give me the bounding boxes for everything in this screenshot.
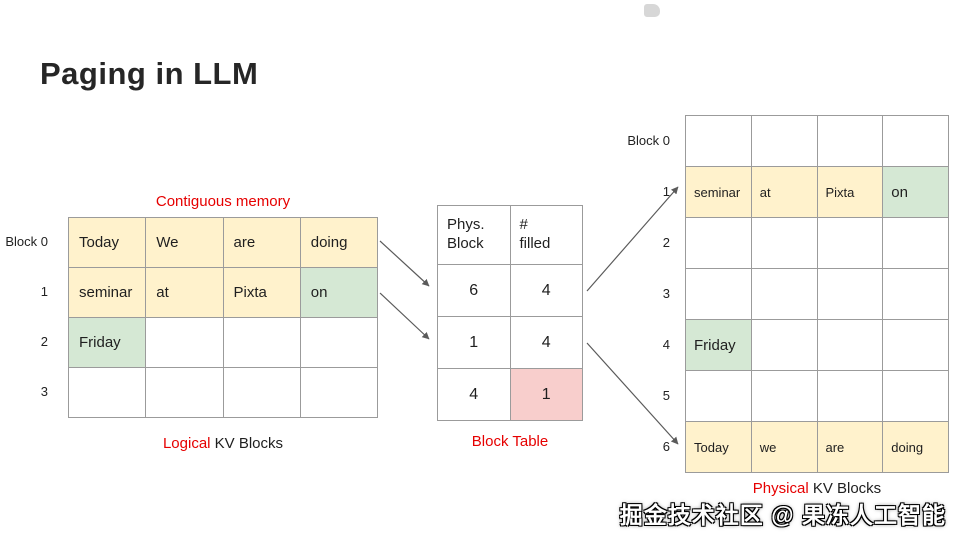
physical-kv-cell: Pixta	[817, 167, 884, 218]
physical-kv-cell	[817, 116, 884, 167]
row-label: 2	[662, 235, 670, 250]
logical-row-labels: Block 0 1 2 3	[0, 217, 60, 417]
physical-kv-cell	[817, 218, 884, 269]
row-label: 6	[662, 439, 670, 454]
logical-kv-cell: Today	[69, 218, 147, 268]
row-label: 4	[662, 337, 670, 352]
physical-kv-cell	[883, 320, 949, 371]
block-table-header-phys-block: Phys. Block	[438, 206, 511, 265]
logical-kv-cell	[223, 368, 301, 418]
page-title: Paging in LLM	[40, 56, 259, 91]
logical-kv-cell	[300, 318, 378, 368]
physical-kv-cell: at	[751, 167, 818, 218]
logical-kv-cell	[146, 368, 224, 418]
physical-kv-cell: doing	[883, 422, 949, 473]
row-label: 1	[40, 284, 48, 299]
block-table-header: Phys. Block # filled	[437, 205, 583, 265]
smudge-artifact	[644, 4, 660, 17]
row-label: 3	[662, 286, 670, 301]
physical-caption: Physical KV Blocks	[685, 480, 949, 497]
logical-kv-cell: doing	[300, 218, 378, 268]
row-label: 2	[40, 334, 48, 349]
row-label: 5	[662, 388, 670, 403]
physical-kv-cell: are	[817, 422, 884, 473]
physical-kv-cell	[883, 269, 949, 320]
physical-kv-cell	[751, 218, 818, 269]
logical-kv-cell: Friday	[69, 318, 147, 368]
logical-kv-cell	[69, 368, 147, 418]
physical-kv-cell: Today	[686, 422, 752, 473]
physical-kv-cell: seminar	[686, 167, 752, 218]
block-table-cell: 4	[438, 369, 511, 421]
block-table-caption: Block Table	[471, 433, 549, 450]
physical-kv-cell: on	[883, 167, 949, 218]
row-label: Block 0	[627, 133, 670, 148]
logical-caption: Logical KV Blocks	[68, 435, 378, 452]
logical-kv-cell	[223, 318, 301, 368]
row-label: 1	[662, 184, 670, 199]
block-table-cell: 6	[438, 265, 511, 317]
logical-kv-cell: Pixta	[223, 268, 301, 318]
contiguous-memory-label: Contiguous memory	[155, 193, 291, 210]
physical-kv-cell	[686, 269, 752, 320]
arrow-logical0-to-blocktable	[379, 240, 430, 287]
row-label: 3	[40, 384, 48, 399]
physical-kv-cell	[817, 320, 884, 371]
physical-kv-cell	[817, 269, 884, 320]
logical-caption-highlight: Logical	[162, 435, 211, 452]
logical-kv-cell: on	[300, 268, 378, 318]
logical-kv-cell: are	[223, 218, 301, 268]
physical-kv-cell	[817, 371, 884, 422]
logical-kv-cell: We	[146, 218, 224, 268]
block-table-cell: 1	[510, 369, 583, 421]
block-table-cell: 4	[510, 317, 583, 369]
physical-row-labels: Block 0 1 2 3 4 5 6	[598, 115, 678, 472]
physical-kv-cell	[883, 116, 949, 167]
row-label: Block 0	[5, 234, 48, 249]
block-table-cell: 1	[438, 317, 511, 369]
physical-caption-highlight: Physical	[752, 480, 809, 497]
physical-kv-cell	[751, 320, 818, 371]
physical-kv-cell	[686, 116, 752, 167]
physical-kv-cell: Friday	[686, 320, 752, 371]
physical-kv-cell	[883, 218, 949, 269]
physical-kv-cell	[751, 269, 818, 320]
physical-kv-cell	[751, 371, 818, 422]
logical-kv-cell	[146, 318, 224, 368]
physical-kv-cell	[883, 371, 949, 422]
block-table-cell: 4	[510, 265, 583, 317]
block-table-header-num-filled: # filled	[510, 206, 583, 265]
watermark: 掘金技术社区 @ 果冻人工智能	[619, 502, 946, 528]
physical-kv-cell	[751, 116, 818, 167]
logical-kv-cell	[300, 368, 378, 418]
logical-kv-cell: seminar	[69, 268, 147, 318]
physical-kv-cell	[686, 218, 752, 269]
physical-caption-rest: KV Blocks	[808, 480, 882, 497]
arrow-logical1-to-blocktable	[379, 292, 430, 340]
logical-kv-cell: at	[146, 268, 224, 318]
physical-kv-cell: we	[751, 422, 818, 473]
physical-kv-cell	[686, 371, 752, 422]
logical-caption-rest: KV Blocks	[210, 435, 284, 452]
